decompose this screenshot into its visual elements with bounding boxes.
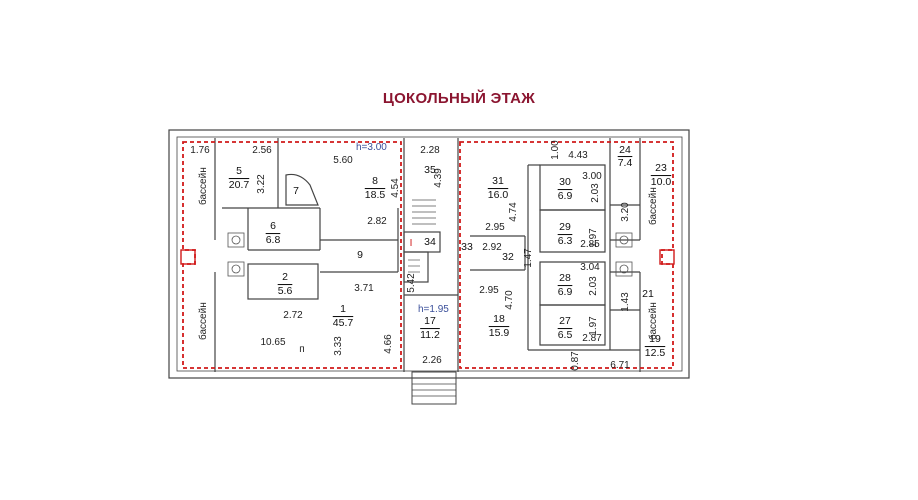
room-33-no: 33 bbox=[461, 241, 473, 253]
dim-256: 2.56 bbox=[252, 145, 272, 156]
room-29-no: 29 bbox=[559, 221, 571, 233]
dim-443: 4.43 bbox=[568, 150, 588, 161]
room-32-no: 32 bbox=[502, 251, 514, 263]
room-23-no: 23 bbox=[655, 162, 667, 174]
mark-p: п bbox=[299, 344, 304, 355]
room-8-no: 8 bbox=[372, 175, 378, 187]
room-27-no: 27 bbox=[559, 315, 571, 327]
dim-371: 3.71 bbox=[354, 283, 374, 294]
room-30-no: 30 bbox=[559, 176, 571, 188]
room-labels: 5 20.7 6 6.8 7 8 18.5 9 2 5.6 1 45.7 35 … bbox=[229, 144, 672, 359]
room-30-area: 6.9 bbox=[558, 190, 573, 202]
pool-label-2: бассейн bbox=[197, 302, 209, 340]
room-5-no: 5 bbox=[236, 165, 242, 177]
dim-147: 1.47 bbox=[523, 248, 534, 268]
dim-203b: 2.03 bbox=[588, 276, 599, 296]
dim-282: 2.82 bbox=[367, 216, 387, 227]
zone-left bbox=[182, 141, 402, 369]
room-7-no: 7 bbox=[293, 185, 299, 197]
dim-295b: 2.95 bbox=[479, 285, 499, 296]
room-18-no: 18 bbox=[493, 313, 505, 325]
dim-322: 3.22 bbox=[256, 174, 267, 194]
dim-671: 6.71 bbox=[610, 360, 630, 371]
dim-333: 3.33 bbox=[333, 336, 344, 356]
room-5-area: 20.7 bbox=[229, 179, 250, 191]
height-left: h=3.00 bbox=[356, 142, 387, 153]
dim-226: 2.26 bbox=[422, 355, 442, 366]
dim-470: 4.70 bbox=[504, 290, 515, 310]
inner-wall bbox=[176, 136, 683, 372]
dim-1065: 10.65 bbox=[260, 337, 285, 348]
room-23-area: 10.0 bbox=[651, 176, 672, 188]
dim-143: 1.43 bbox=[620, 292, 631, 312]
room-6-area: 6.8 bbox=[266, 234, 281, 246]
dim-087: 0.87 bbox=[570, 351, 581, 371]
interior-walls bbox=[214, 138, 641, 372]
room-31-area: 16.0 bbox=[488, 189, 509, 201]
room-24-no: 24 bbox=[619, 144, 631, 156]
dimensions: 1.76 2.56 5.60 2.82 3.71 2.72 10.65 2.28… bbox=[190, 145, 630, 371]
room-28-no: 28 bbox=[559, 272, 571, 284]
dim-439: 4.39 bbox=[433, 168, 444, 188]
room-17-no: 17 bbox=[424, 315, 436, 327]
dim-474: 4.74 bbox=[508, 202, 519, 222]
room-34-no: 34 bbox=[424, 236, 436, 248]
dim-304: 3.04 bbox=[580, 262, 600, 273]
entrance-stairs bbox=[411, 371, 457, 405]
room-2-no: 2 bbox=[282, 271, 288, 283]
pool-label-3: бассейн bbox=[647, 187, 659, 225]
room-21-no: 21 bbox=[642, 288, 654, 300]
room-19-no: 19 bbox=[649, 333, 661, 345]
dim-272: 2.72 bbox=[283, 310, 303, 321]
room-27-area: 6.5 bbox=[558, 329, 573, 341]
dim-542: 5.42 bbox=[406, 273, 417, 293]
dim-287: 2.87 bbox=[582, 333, 602, 344]
building-outline bbox=[168, 129, 690, 405]
dim-285: 2.85 bbox=[580, 239, 600, 250]
dim-176: 1.76 bbox=[190, 145, 210, 156]
room-17-area: 11.2 bbox=[420, 329, 440, 341]
room-28-area: 6.9 bbox=[558, 286, 573, 298]
room-8-area: 18.5 bbox=[365, 189, 386, 201]
dim-203a: 2.03 bbox=[590, 183, 601, 203]
dim-292: 2.92 bbox=[482, 242, 502, 253]
vertical-dimensions: 3.22 4.54 3.33 4.66 4.39 5.42 1.00 4.74 … bbox=[256, 140, 631, 371]
room-6-no: 6 bbox=[270, 220, 276, 232]
dim-320: 3.20 bbox=[620, 202, 631, 222]
room-18-area: 15.9 bbox=[489, 327, 510, 339]
room-1-no: 1 bbox=[340, 303, 346, 315]
room-35-no: 35 bbox=[424, 164, 436, 176]
room-24-area: 7.4 bbox=[618, 157, 633, 169]
dim-228: 2.28 bbox=[420, 145, 440, 156]
dim-560: 5.60 bbox=[333, 155, 353, 166]
floor-title: ЦОКОЛЬНЫЙ ЭТАЖ bbox=[382, 90, 536, 107]
dim-454: 4.54 bbox=[390, 178, 401, 198]
dim-295a: 2.95 bbox=[485, 222, 505, 233]
dim-100: 1.00 bbox=[550, 140, 561, 160]
dim-197a: 1.97 bbox=[588, 228, 599, 248]
room-9-no: 9 bbox=[357, 249, 363, 261]
room-19-area: 12.5 bbox=[645, 347, 666, 359]
dim-197b: 1.97 bbox=[588, 316, 599, 336]
room-31-no: 31 bbox=[492, 175, 504, 187]
left-marker bbox=[180, 249, 196, 265]
stairs bbox=[408, 199, 436, 273]
room-1-area: 45.7 bbox=[333, 317, 354, 329]
fixtures bbox=[227, 232, 633, 277]
room-2-area: 5.6 bbox=[278, 285, 293, 297]
mark-one: I bbox=[410, 238, 413, 249]
pool-label-4: бассейн bbox=[647, 302, 659, 340]
dim-300: 3.00 bbox=[582, 171, 602, 182]
height-middle: h=1.95 bbox=[418, 304, 449, 315]
room-29-area: 6.3 bbox=[558, 235, 573, 247]
right-marker bbox=[659, 249, 675, 265]
pool-label-1: бассейн bbox=[197, 167, 209, 205]
dim-466: 4.66 bbox=[383, 334, 394, 354]
